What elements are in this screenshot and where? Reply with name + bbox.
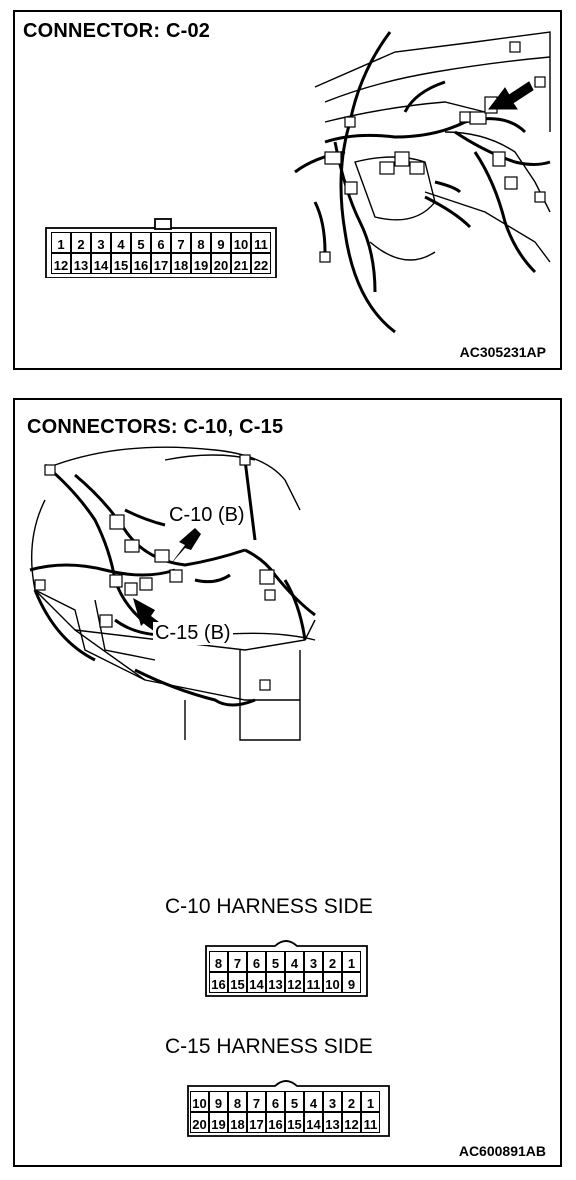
pin-cell: 16	[266, 1112, 285, 1133]
pin-cell: 5	[266, 951, 285, 972]
pin-cell: 11	[304, 972, 323, 993]
pin-cell: 14	[247, 972, 266, 993]
c10-harness-title: C-10 HARNESS SIDE	[165, 895, 373, 918]
pin-cell: 12	[342, 1112, 361, 1133]
pin-cell: 10	[323, 972, 342, 993]
pin-cell: 14	[304, 1112, 323, 1133]
pin-cell: 8	[228, 1091, 247, 1112]
pin-cell: 8	[191, 232, 211, 253]
pin-cell: 2	[71, 232, 91, 253]
pin-cell: 6	[247, 951, 266, 972]
connector-c02-panel: CONNECTOR: C-02	[13, 10, 562, 370]
pin-cell: 6	[151, 232, 171, 253]
pin-cell: 9	[342, 972, 361, 993]
pin-cell: 14	[91, 253, 111, 274]
pin-cell: 7	[171, 232, 191, 253]
pin-cell: 20	[190, 1112, 209, 1133]
pin-cell: 19	[209, 1112, 228, 1133]
pin-cell: 1	[342, 951, 361, 972]
pin-cell: 4	[304, 1091, 323, 1112]
panel-title: CONNECTORS: C-10, C-15	[27, 416, 284, 438]
pin-cell: 1	[51, 232, 71, 253]
pin-cell: 10	[231, 232, 251, 253]
pin-cell: 8	[209, 951, 228, 972]
pin-cell: 9	[209, 1091, 228, 1112]
pin-cell: 2	[342, 1091, 361, 1112]
pin-cell: 3	[323, 1091, 342, 1112]
illustration-code: AC305231AP	[459, 344, 546, 360]
pin-cell: 9	[211, 232, 231, 253]
illustration-code: AC600891AB	[458, 1143, 546, 1159]
pin-cell: 3	[304, 951, 323, 972]
pin-cell: 18	[171, 253, 191, 274]
dashboard-harness-illustration	[29, 446, 316, 741]
pin-cell: 11	[251, 232, 271, 253]
c02-location-arrow	[487, 81, 534, 110]
pin-cell: 15	[111, 253, 131, 274]
pin-cell: 11	[361, 1112, 380, 1133]
pin-cell: 17	[151, 253, 171, 274]
pin-cell: 7	[247, 1091, 266, 1112]
pin-cell: 13	[266, 972, 285, 993]
pin-cell: 16	[209, 972, 228, 993]
pin-cell: 1	[361, 1091, 380, 1112]
pin-cell: 10	[190, 1091, 209, 1112]
panel-title: CONNECTOR: C-02	[23, 20, 211, 42]
c10-callout-label: C-10 (B)	[167, 504, 247, 527]
pin-cell: 3	[91, 232, 111, 253]
pin-cell: 5	[131, 232, 151, 253]
pin-cell: 12	[51, 253, 71, 274]
connector-c10-c15-panel: CONNECTORS: C-10, C-15	[13, 398, 562, 1167]
c10-location-arrow	[170, 528, 201, 565]
pin-cell: 15	[285, 1112, 304, 1133]
pin-cell: 16	[131, 253, 151, 274]
pin-cell: 20	[211, 253, 231, 274]
pin-cell: 18	[228, 1112, 247, 1133]
pin-cell: 15	[228, 972, 247, 993]
pin-cell: 22	[251, 253, 271, 274]
pin-cell: 4	[285, 951, 304, 972]
pin-cell: 7	[228, 951, 247, 972]
pin-cell: 19	[191, 253, 211, 274]
c15-callout-label: C-15 (B)	[153, 622, 233, 645]
c15-harness-title: C-15 HARNESS SIDE	[165, 1035, 373, 1058]
connector-c15-outline	[187, 1080, 390, 1137]
pin-cell: 5	[285, 1091, 304, 1112]
pin-cell: 13	[323, 1112, 342, 1133]
pin-cell: 12	[285, 972, 304, 993]
pin-cell: 6	[266, 1091, 285, 1112]
pin-cell: 4	[111, 232, 131, 253]
pin-cell: 13	[71, 253, 91, 274]
pin-cell: 21	[231, 253, 251, 274]
dashboard-harness-illustration	[294, 31, 551, 334]
pin-cell: 17	[247, 1112, 266, 1133]
pin-cell: 2	[323, 951, 342, 972]
